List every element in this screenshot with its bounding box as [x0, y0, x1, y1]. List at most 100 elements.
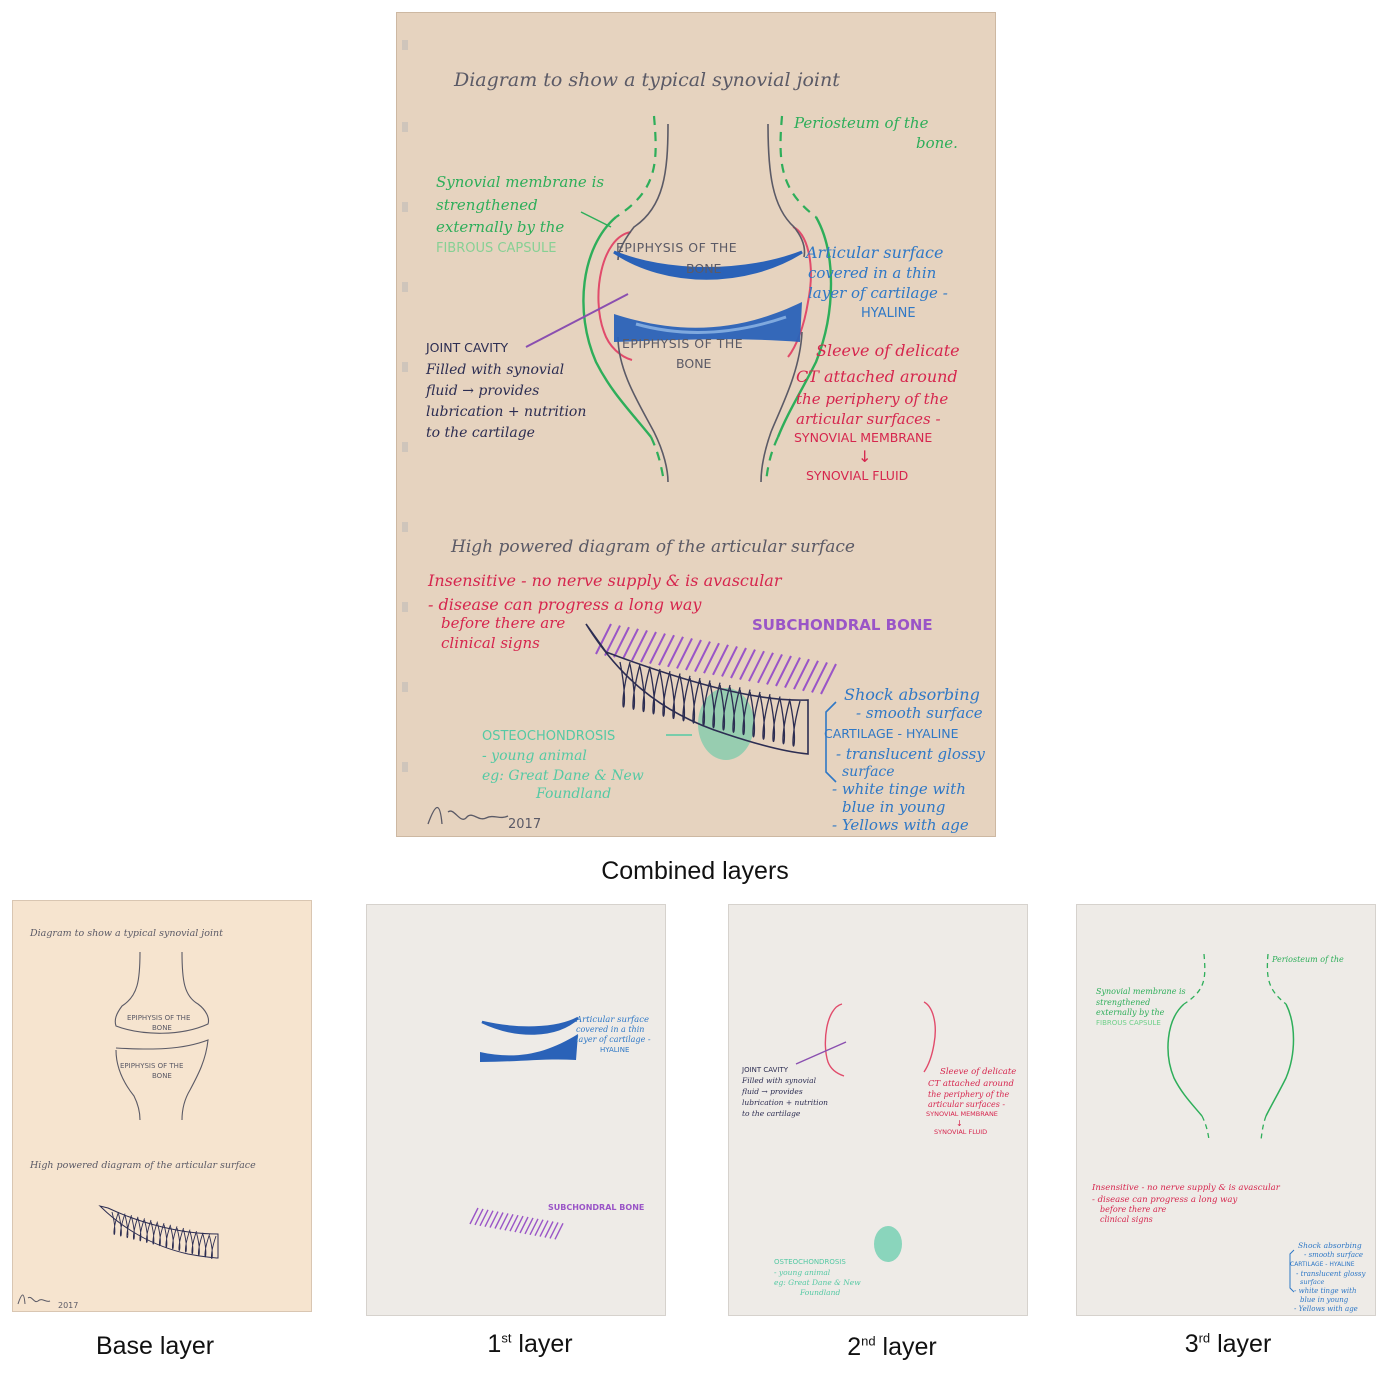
cartilage-loop: [190, 1231, 197, 1254]
layer2-osteo-line4: Foundland: [799, 1288, 840, 1297]
layer1-caption: 1st layer: [430, 1330, 630, 1359]
layer3-membrane-line4: FIBROUS CAPSULE: [1096, 1019, 1161, 1027]
cartilage-loop: [660, 671, 670, 716]
insensitive-line1: Insensitive - no nerve supply & is avasc…: [427, 571, 783, 590]
insensitive-line3: before there are: [441, 614, 565, 632]
layer2-cavity-pointer: [796, 1042, 846, 1064]
layer2-cavity-line1: JOINT CAVITY: [741, 1066, 789, 1074]
membrane-pointer: [581, 212, 611, 227]
signature: [428, 808, 508, 825]
layer3-fibrous-capsule: [1168, 1004, 1293, 1116]
subchondral-label: SUBCHONDRAL BONE: [752, 616, 933, 634]
base-caption: Base layer: [60, 1332, 250, 1361]
layer3-insensitive-line1: Insensitive - no nerve supply & is avasc…: [1091, 1183, 1281, 1193]
capsule-left-dashed: [616, 116, 656, 217]
upper-bone-label-line2: BONE: [686, 261, 722, 276]
periosteum-label-line1: Periosteum of the: [793, 114, 929, 132]
cartilage-loop: [760, 694, 770, 739]
layer3-membrane-line1: Synovial membrane is: [1096, 987, 1186, 996]
binder-holes: [402, 40, 408, 772]
lower-bone-label-line2: BONE: [676, 356, 712, 371]
shock-line3: CARTILAGE - HYALINE: [824, 726, 959, 741]
layer2-sleeve-line4: articular surfaces -: [928, 1100, 1005, 1109]
layer2-diagram: JOINT CAVITY Filled with synovial fluid …: [728, 904, 1028, 1316]
layer2-sleeve-line5: SYNOVIAL MEMBRANE: [926, 1110, 998, 1118]
layer3-membrane-line2: strengthened: [1096, 998, 1150, 1007]
layer3-insensitive-line4: clinical signs: [1100, 1215, 1153, 1224]
cavity-label-line4: lubrication + nutrition: [426, 404, 586, 420]
fluid-label: SYNOVIAL FLUID: [806, 468, 908, 483]
upper-bone-label-line1: EPIPHYSIS OF THE: [616, 240, 737, 255]
base-upper-label-line1: EPIPHYSIS OF THE: [127, 1014, 190, 1022]
cartilage-loop: [210, 1236, 217, 1259]
cartilage-loop: [650, 669, 660, 714]
cartilage-loop: [203, 1234, 210, 1257]
cartilage-loop: [132, 1217, 139, 1240]
layer3-shock-bracket: [1290, 1250, 1294, 1292]
base-lower-label-line1: EPIPHYSIS OF THE: [120, 1062, 183, 1070]
layer2-fluid-label: SYNOVIAL FLUID: [934, 1128, 987, 1136]
cavity-label-line3: fluid → provides: [425, 383, 539, 399]
cartilage-loop: [197, 1233, 204, 1256]
layer1-subchondral-label: SUBCHONDRAL BONE: [548, 1203, 644, 1212]
layer2-cavity-line5: to the cartilage: [742, 1109, 801, 1118]
shock-line6: - white tinge with: [832, 780, 966, 798]
layer3-shock-line1: Shock absorbing: [1298, 1241, 1362, 1250]
layer3-shock-line6: - white tinge with: [1294, 1287, 1356, 1295]
layer2-sleeve-line2: CT attached around: [928, 1079, 1014, 1089]
layer3-caption-sup: rd: [1199, 1331, 1211, 1346]
layer3-sheet: Periosteum of the bone. Synovial membran…: [1076, 904, 1376, 1316]
layer3-diagram: Periosteum of the bone. Synovial membran…: [1076, 904, 1376, 1316]
shock-line7: blue in young: [842, 798, 945, 816]
layer3-capsule-left-dashed: [1184, 954, 1205, 1004]
cartilage-loop: [790, 701, 800, 746]
sleeve-label-line5: SYNOVIAL MEMBRANE: [794, 430, 932, 445]
cavity-label-line2: Filled with synovial: [425, 362, 564, 378]
layer1-caption-num: 1: [487, 1330, 501, 1358]
layer2-osteochondrosis-patch: [874, 1226, 902, 1262]
subchondral-hatching: [596, 624, 836, 694]
layer2-osteo-line2: - young animal: [774, 1268, 831, 1277]
cartilage-loop: [177, 1228, 184, 1251]
subtitle: High powered diagram of the articular su…: [450, 537, 855, 557]
articular-label-line4: HYALINE: [861, 306, 916, 321]
cartilage-loop: [690, 678, 700, 723]
layer1-diagram: Articular surface covered in a thin laye…: [366, 904, 666, 1316]
sleeve-label-line3: the periphery of the: [796, 390, 948, 408]
capsule-left-lower-dashed: [651, 437, 664, 482]
articular-label-line3: layer of cartilage -: [808, 284, 948, 302]
base-signature: [18, 1295, 50, 1304]
cartilage-loop: [184, 1230, 191, 1253]
cavity-label-line1: JOINT CAVITY: [425, 340, 509, 355]
combined-sheet: Diagram to show a typical synovial joint…: [396, 12, 996, 837]
layer3-shock-line5: surface: [1300, 1278, 1325, 1286]
layer2-membrane-left: [825, 1004, 844, 1076]
combined-diagram: Diagram to show a typical synovial joint…: [396, 12, 996, 837]
layer1-articular-line3: layer of cartilage -: [576, 1035, 651, 1044]
osteo-line3: eg: Great Dane & New: [482, 768, 644, 784]
shock-line1: Shock absorbing: [844, 685, 980, 704]
layer3-shock-line4: - translucent glossy: [1296, 1270, 1366, 1278]
base-layer-sheet: Diagram to show a typical synovial joint…: [12, 900, 312, 1312]
layer3-shock-line2: - smooth surface: [1304, 1251, 1363, 1259]
shock-line2: - smooth surface: [856, 704, 983, 722]
lower-bone-label-line1: EPIPHYSIS OF THE: [622, 336, 743, 351]
layer2-cavity-line3: fluid → provides: [741, 1087, 803, 1096]
shock-line5: surface: [842, 764, 895, 780]
cartilage-loop: [620, 662, 630, 707]
osteo-line1: OSTEOCHONDROSIS: [482, 729, 615, 744]
cartilage-loop: [119, 1214, 126, 1237]
layer3-shock-line7: blue in young: [1300, 1296, 1349, 1304]
layer2-cavity-line2: Filled with synovial: [741, 1076, 817, 1085]
layer2-caption-num: 2: [847, 1333, 861, 1361]
layer3-caption: 3rd layer: [1128, 1330, 1328, 1359]
layer3-shock-line3: CARTILAGE - HYALINE: [1290, 1261, 1355, 1268]
layer2-membrane-right: [924, 1002, 935, 1072]
base-layer-diagram: Diagram to show a typical synovial joint…: [12, 900, 312, 1312]
base-cartilage-loops: [112, 1212, 216, 1259]
lower-bone-outline: [618, 332, 802, 482]
layer3-membrane-line3: externally by the: [1096, 1008, 1165, 1017]
layer1-lower-cartilage: [480, 1034, 578, 1062]
layer3-caption-word: layer: [1210, 1330, 1271, 1358]
cartilage-loop: [680, 676, 690, 721]
